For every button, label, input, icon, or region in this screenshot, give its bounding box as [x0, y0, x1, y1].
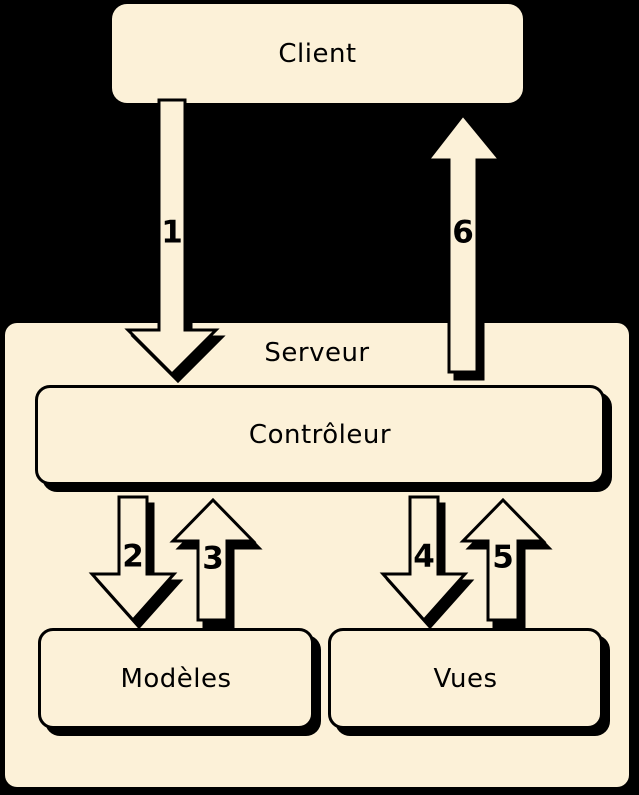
arrow-2-number: 2	[122, 538, 144, 575]
client-label: Client	[278, 38, 357, 69]
arrow-6-number: 6	[452, 214, 474, 251]
models-box: Modèles	[38, 628, 314, 729]
server-label: Serveur	[264, 338, 370, 368]
arrow-1-number: 1	[161, 214, 183, 251]
arrow-4-number: 4	[413, 538, 435, 575]
client-box: Client	[112, 4, 523, 103]
controller-label: Contrôleur	[248, 420, 392, 450]
views-box: Vues	[328, 628, 603, 729]
views-label: Vues	[433, 663, 498, 694]
arrow-3-number: 3	[202, 540, 224, 577]
models-label: Modèles	[120, 663, 232, 694]
arrow-5-number: 5	[492, 539, 514, 576]
controller-box: Contrôleur	[35, 385, 605, 485]
